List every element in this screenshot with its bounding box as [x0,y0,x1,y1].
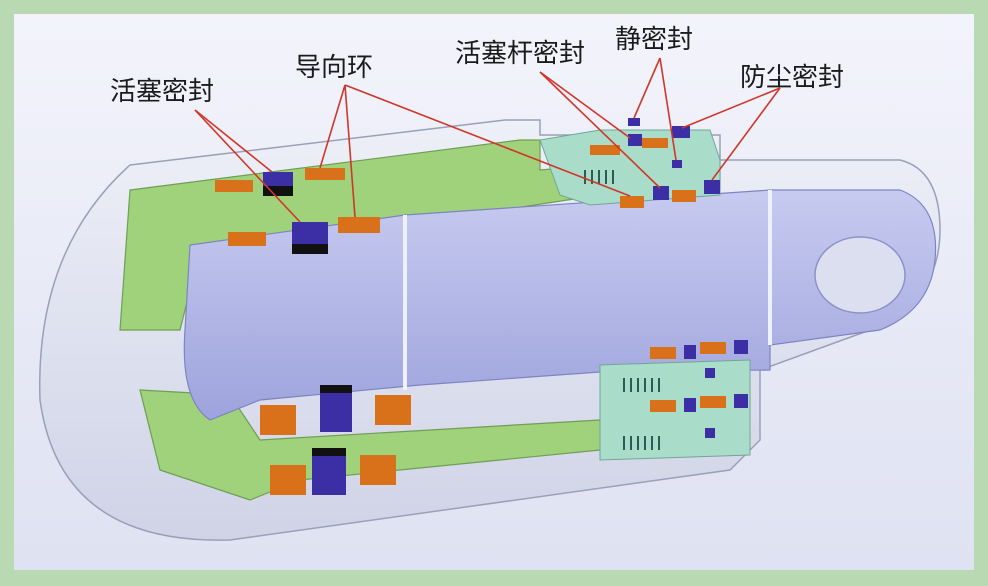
guide-ring [672,190,696,202]
piston-seal [312,455,346,495]
wiper-seal [672,126,690,138]
wiper-seal [734,340,748,354]
wiper-seal [704,180,720,194]
static-seal [672,160,682,168]
label-piston-seal: 活塞密封 [110,77,214,107]
static-seal [628,118,640,126]
piston-seal [320,392,352,432]
label-guide-ring: 导向环 [295,53,373,83]
wiper-seal [734,394,748,408]
guide-ring [700,396,726,408]
piston-seal [292,244,328,254]
guide-ring [270,465,306,495]
guide-ring [700,342,726,354]
static-seal [705,368,715,378]
piston-seal [263,172,293,186]
rod-seal [628,134,642,146]
guide-ring [360,455,396,485]
piston-seal [292,222,328,244]
guide-ring [215,180,253,192]
leader-lines [194,57,781,223]
guide-ring [590,145,620,155]
label-static-seal: 静密封 [615,25,693,55]
guide-ring [620,196,644,208]
guide-ring [338,217,380,233]
label-wiper-seal: 防尘密封 [740,63,844,93]
rod-seal [684,398,696,412]
guide-ring [642,138,668,148]
static-seal [705,428,715,438]
gland-thread [584,170,660,450]
guide-ring [305,168,345,180]
guide-ring [650,347,676,359]
piston-seal [312,448,346,456]
label-rod-seal: 活塞杆密封 [455,39,585,69]
rod-eye-hole [814,236,906,314]
guide-ring [260,405,296,435]
piston-seal [320,385,352,393]
guide-ring [228,232,266,246]
guide-ring [650,400,676,412]
guide-ring [375,395,411,425]
piston-seal [263,186,293,196]
rod-seal [684,345,696,359]
rod-seal [653,186,669,200]
